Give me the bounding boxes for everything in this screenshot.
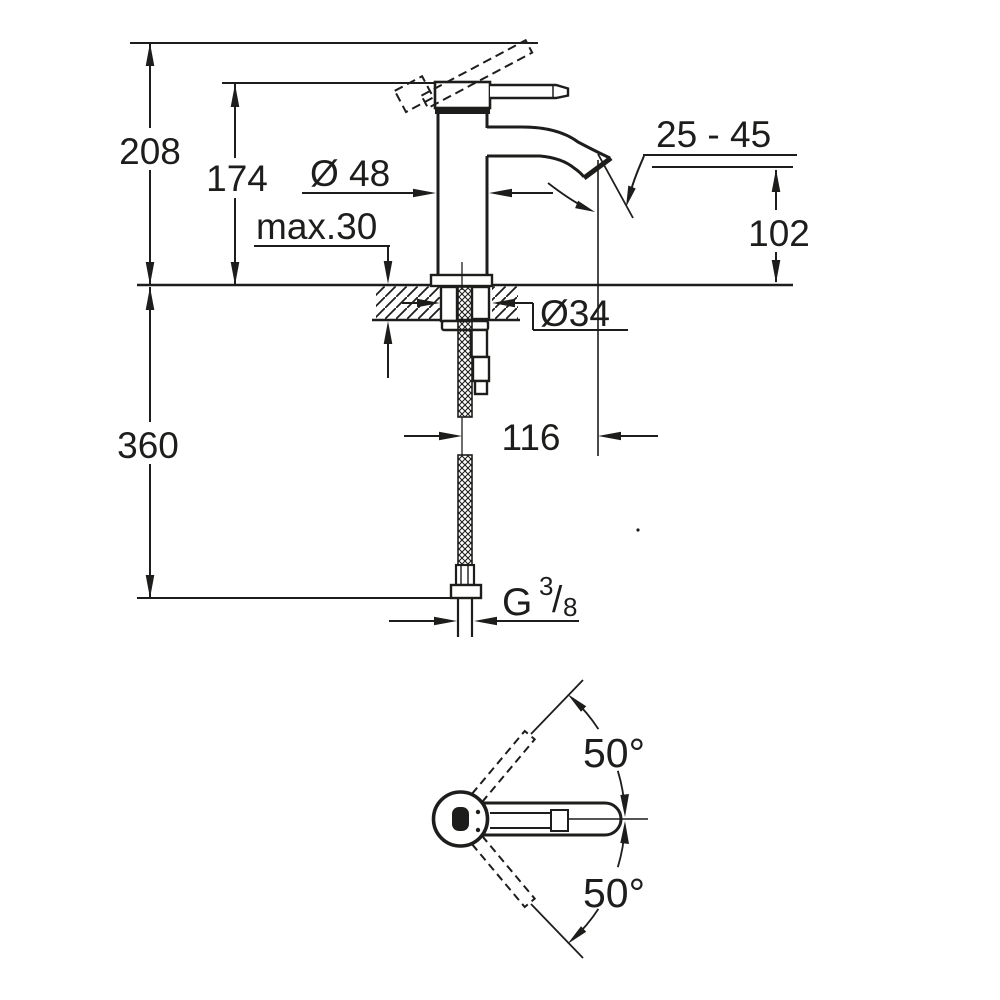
hose-hex-nut [449,583,483,600]
arrow-right [417,298,440,308]
cap-joint-band [435,108,490,114]
faucet-outline [429,80,613,288]
dim-label-116: 116 [502,417,561,458]
arrowhead-to-centerline [620,794,629,817]
dim-swivel-up-50: 50° [530,679,645,817]
arrow-left [489,188,512,198]
arrow-up [145,43,155,66]
arrow-down [145,262,155,285]
thread-label-slash: / [552,579,563,620]
arrow-up [383,321,393,344]
flow-arrowhead [575,200,595,212]
dim-spout-height-102: 102 [748,169,810,283]
lever-handle [490,83,570,100]
dim-deck-thickness-max30: max.30 [254,206,393,378]
dim-label-d34: Ø34 [540,293,610,334]
top-view: 50° 50° [431,679,648,959]
arrow-up [771,169,781,192]
detail-dot-upper [475,809,481,815]
dim-label-25-45: 25 - 45 [656,114,771,155]
angle-boundary-line [530,903,584,959]
raised-cap-outline [393,74,435,114]
fixing-stud-3 [473,379,489,396]
handle-plan [431,790,648,848]
thread-label-denominator: 8 [563,592,577,622]
arrow-down [230,262,240,285]
fixing-stud-1 [469,328,489,359]
dim-spout-projection-116: 116 [404,417,658,458]
handle-slot-collar [550,809,569,832]
dim-aerator-range-25-45: 25 - 45 [626,114,771,207]
hose-braid-lower [457,454,473,566]
stream-indicators [547,153,634,219]
spout-top-outline [487,125,611,160]
dim-body-height-174: 174 [206,84,268,285]
arrowhead-to-angle-line [567,926,587,944]
arrow-left [492,298,515,308]
dim-label-174: 174 [206,158,268,199]
dim-label-360: 360 [117,425,179,466]
dim-label-50-down: 50° [583,870,645,916]
swivel-positions-dashed [470,729,537,909]
handle-up-position [470,729,537,804]
arrow-up [145,287,155,310]
dim-label-50-up: 50° [583,730,645,776]
arrow-up [230,84,240,107]
arrow-left [598,431,621,441]
raised-handle-dashed [393,38,534,114]
shank-left-block [439,285,459,323]
dim-label-max30: max.30 [256,206,377,247]
dim-body-diameter-48: Ø 48 [302,153,553,198]
arrow-right [434,616,457,626]
arrow-down [771,260,781,283]
thread-label-g: G [502,581,532,624]
arrowhead-to-angle-line [567,694,587,712]
fixing-stud-2 [471,355,491,383]
handle-cap [433,80,492,110]
dim-label-208: 208 [119,131,181,172]
cartridge-slot [452,807,469,831]
arrow-right [413,188,436,198]
dim-swivel-down-50: 50° [530,821,645,959]
detail-dot-lower [475,827,481,833]
spout-bottom-outline [487,154,586,178]
spout-outlet-face [582,155,613,181]
arrowhead [626,185,636,207]
hose-braid-upper [457,286,473,418]
dim-thread-g38: G 3 / 8 [389,571,579,626]
supply-hose [449,262,483,637]
dim-total-height-208: 208 [119,43,181,285]
hose-crimp-collar [454,563,476,587]
thread-label-numerator: 3 [539,571,553,601]
angle-boundary-line [530,679,584,735]
dim-label-102: 102 [748,213,810,254]
arrow-left [474,616,497,626]
stream-axis-line [597,153,634,219]
dim-label-d48: Ø 48 [310,153,390,194]
arrow-down [383,261,393,284]
print-speck [636,528,640,532]
arrow-down [145,575,155,598]
shank-right-block [470,285,491,321]
handle-down-position [470,834,537,909]
dim-hose-length-360: 360 [117,287,179,598]
arrow-right [439,431,462,441]
arrowhead-to-centerline [620,821,629,844]
side-view: 208 174 360 Ø 48 max.30 [117,38,810,637]
dim-hole-diameter-34: Ø34 [402,293,628,334]
